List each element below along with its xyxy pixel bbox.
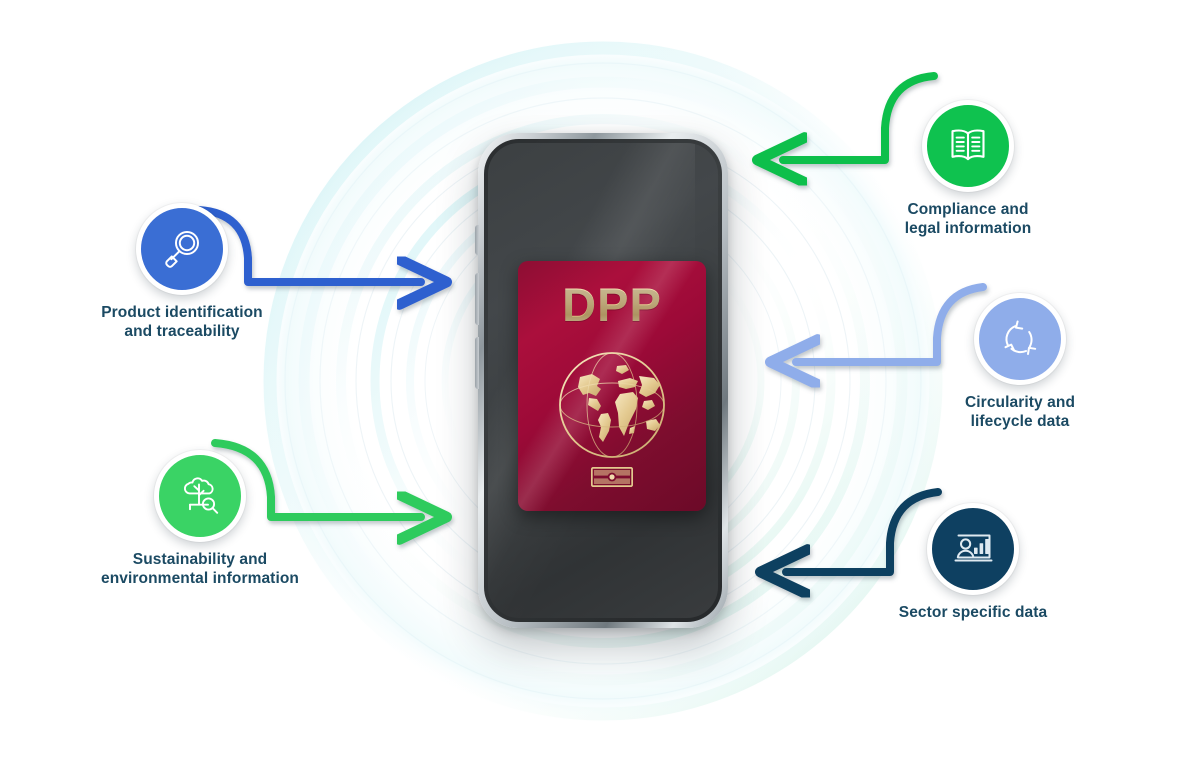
node-sector-specific[interactable]: Sector specific data [843,503,1103,623]
phone-screen: DPP [488,143,718,618]
circularity-badge[interactable] [974,293,1066,385]
biometric-chip-icon [590,466,634,488]
node-sustainability[interactable]: Sustainability and environmental informa… [70,450,330,589]
tree-magnifier-icon [183,477,219,514]
node-circularity[interactable]: Circularity and lifecycle data [890,293,1150,432]
sector-specific-badge[interactable] [927,503,1019,595]
dpp-passport-card[interactable]: DPP [518,261,706,511]
node-compliance[interactable]: Compliance and legal information [838,100,1098,239]
product-identification-badge[interactable] [136,203,228,295]
dpp-title: DPP [518,281,706,328]
smartphone: DPP [475,133,728,628]
phone-volume-down-button[interactable] [475,337,479,389]
phone-bezel: DPP [484,139,722,622]
phone-silent-switch[interactable] [475,225,479,255]
open-book-icon [951,129,985,161]
node-sector-specific-label: Sector specific data [898,604,1048,621]
compliance-badge[interactable] [922,100,1014,192]
phone-volume-up-button[interactable] [475,273,479,325]
recycle-arrows-icon [1004,320,1037,355]
magnifier-icon [165,231,199,268]
node-product-identification-label: Product identification and traceability [101,304,263,340]
node-circularity-label: Circularity and lifecycle data [964,394,1076,430]
globe-icon [556,349,668,461]
node-sustainability-label: Sustainability and environmental informa… [101,551,299,587]
presentation-chart-person-icon [954,534,993,562]
sustainability-badge[interactable] [154,450,246,542]
node-product-identification[interactable]: Product identification and traceability [52,203,312,342]
node-compliance-label: Compliance and legal information [904,201,1032,237]
